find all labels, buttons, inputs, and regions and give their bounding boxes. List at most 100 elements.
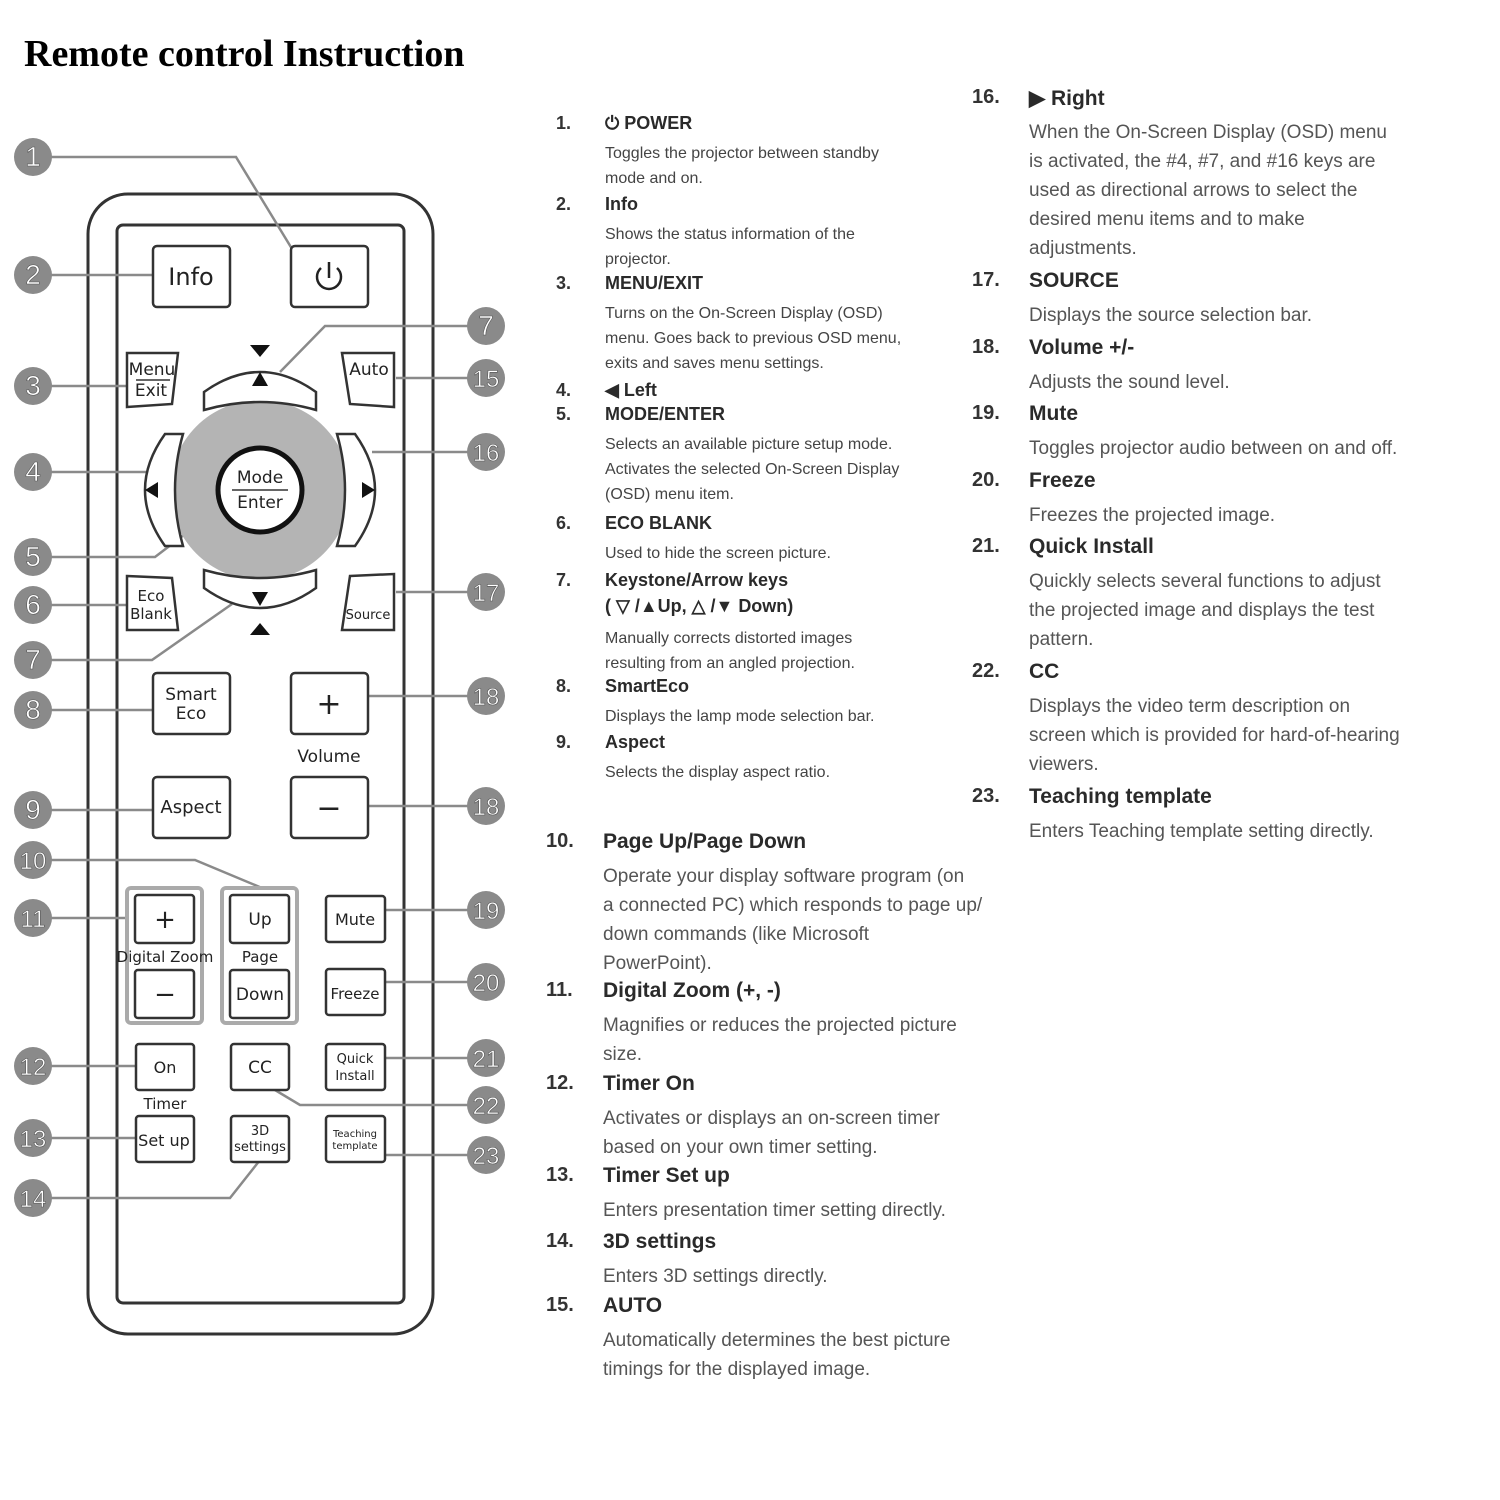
- description-line: the projected image and displays the tes…: [1029, 600, 1375, 621]
- description-line: Shows the status information of the: [605, 226, 855, 243]
- source-button[interactable]: [340, 572, 396, 632]
- instruction-number: 3.: [556, 273, 572, 293]
- description-line: Operate your display software program (o…: [603, 866, 965, 887]
- menu-label: Menu: [129, 360, 176, 380]
- description-line: Toggles the projector between standby: [605, 145, 879, 162]
- instruction-description: Selects the display aspect ratio.: [605, 760, 830, 785]
- instruction-description: Adjusts the sound level.: [1029, 368, 1230, 397]
- callout-number: 14: [20, 1186, 47, 1213]
- eco-label: Eco: [138, 587, 165, 605]
- instruction-number: 23.: [972, 785, 1000, 807]
- up-arrow-button[interactable]: [202, 370, 318, 412]
- freeze-button[interactable]: [324, 967, 387, 1017]
- timer-setup-button[interactable]: [134, 1114, 196, 1164]
- description-line: is activated, the #4, #7, and #16 keys a…: [1029, 151, 1376, 172]
- instruction-name: ⏻ POWER: [605, 113, 693, 133]
- callout-circle: [467, 573, 505, 611]
- instruction-name: Teaching template: [1029, 785, 1212, 808]
- description-line: Displays the source selection bar.: [1029, 305, 1313, 326]
- teaching-template-button[interactable]: [324, 1114, 387, 1164]
- description-line: Manually corrects distorted images: [605, 630, 853, 647]
- eco-blank-button[interactable]: [125, 574, 180, 632]
- info-button[interactable]: [151, 244, 232, 309]
- install-label: Install: [335, 1069, 374, 1084]
- instruction-description: Freezes the projected image.: [1029, 501, 1275, 530]
- 3d-settings-button[interactable]: [229, 1114, 291, 1164]
- zoom-in-button[interactable]: [133, 893, 196, 945]
- description-line: adjustments.: [1029, 238, 1137, 259]
- description-line: timings for the displayed image.: [603, 1359, 871, 1380]
- quick-label: Quick: [337, 1052, 374, 1067]
- 3d-label: 3D: [251, 1124, 269, 1139]
- instruction-number: 1.: [556, 113, 572, 133]
- instruction-name: MODE/ENTER: [605, 404, 726, 424]
- callout-number: 18: [473, 794, 500, 821]
- callout-circle: [467, 307, 505, 345]
- callout-number: 23: [473, 1143, 500, 1170]
- instruction-name: CC: [1029, 660, 1060, 683]
- auto-button[interactable]: [340, 351, 396, 409]
- instruction-name: SOURCE: [1029, 269, 1119, 292]
- instruction-number: 18.: [972, 336, 1000, 358]
- aspect-button[interactable]: [151, 775, 232, 840]
- instruction-number: 10.: [546, 830, 574, 852]
- settings-label: settings: [234, 1140, 286, 1155]
- callout-number: 1: [25, 141, 41, 172]
- volume-label: Volume: [297, 747, 360, 767]
- description-line: projector.: [605, 251, 671, 268]
- volume-down-button[interactable]: [289, 775, 370, 840]
- description-line: When the On-Screen Display (OSD) menu: [1029, 122, 1387, 143]
- description-line: down commands (like Microsoft: [603, 924, 870, 945]
- cc-button[interactable]: [229, 1042, 291, 1092]
- callout-number: 7: [25, 644, 41, 675]
- instruction-description: Shows the status information of the proje…: [605, 222, 855, 272]
- instruction-description: Displays the source selection bar.: [1029, 301, 1312, 330]
- instruction-number: 22.: [972, 660, 1000, 682]
- page-up-button[interactable]: [228, 893, 291, 945]
- teaching-label: Teaching: [332, 1129, 377, 1140]
- mute-button[interactable]: [324, 894, 387, 944]
- left-arrow-button[interactable]: [143, 432, 185, 548]
- instruction-name: Keystone/Arrow keys: [605, 570, 789, 590]
- callout-number: 8: [25, 694, 41, 725]
- down-arrow-button[interactable]: [202, 568, 318, 610]
- callout-number: 13: [20, 1126, 47, 1153]
- right-arrow-button[interactable]: [335, 432, 377, 548]
- timer-on-button[interactable]: [134, 1042, 196, 1092]
- instruction-name: ▶ Right: [1029, 87, 1105, 110]
- page-down-button[interactable]: [228, 968, 291, 1020]
- description-line: resulting from an angled projection.: [605, 655, 855, 672]
- zoom-out-button[interactable]: [133, 968, 196, 1020]
- zoom-plus-label: +: [154, 905, 176, 935]
- instruction-number: 17.: [972, 269, 1000, 291]
- instruction-name: Page Up/Page Down: [603, 830, 807, 853]
- instruction-description: Quickly selects several functions to adj…: [1029, 567, 1381, 654]
- callout-circle: [467, 1086, 505, 1124]
- instruction-description: Enters 3D settings directly.: [603, 1262, 828, 1291]
- instruction-name: MENU/EXIT: [605, 273, 704, 293]
- description-line: based on your own timer setting.: [603, 1137, 878, 1158]
- instruction-name: Freeze: [1029, 469, 1096, 492]
- description-line: Magnifies or reduces the projected pictu…: [603, 1015, 957, 1036]
- instruction-description: Toggles projector audio between on and o…: [1029, 434, 1397, 463]
- description-line: Displays the lamp mode selection bar.: [605, 708, 875, 725]
- instruction-number: 14.: [546, 1230, 574, 1252]
- instruction-number: 19.: [972, 402, 1000, 424]
- instruction-name: Timer Set up: [603, 1164, 730, 1187]
- instruction-name: Quick Install: [1029, 535, 1154, 558]
- volume-up-button[interactable]: [289, 671, 370, 736]
- setup-label: Set up: [138, 1131, 190, 1150]
- callout-circle: [14, 453, 52, 491]
- callout-number: 9: [25, 794, 41, 825]
- template-label: template: [332, 1141, 377, 1152]
- volume-minus-label: −: [316, 791, 341, 826]
- description-line: desired menu items and to make: [1029, 209, 1305, 230]
- on-label: On: [154, 1058, 177, 1077]
- up-arrow-icon: [252, 372, 268, 386]
- instruction-description: Turns on the On-Screen Display (OSD)menu…: [605, 301, 901, 376]
- smart-eco-button[interactable]: [151, 671, 232, 736]
- down-arrow-icon: [252, 592, 268, 606]
- callout-number: 10: [20, 848, 47, 875]
- quick-install-button[interactable]: [324, 1042, 387, 1092]
